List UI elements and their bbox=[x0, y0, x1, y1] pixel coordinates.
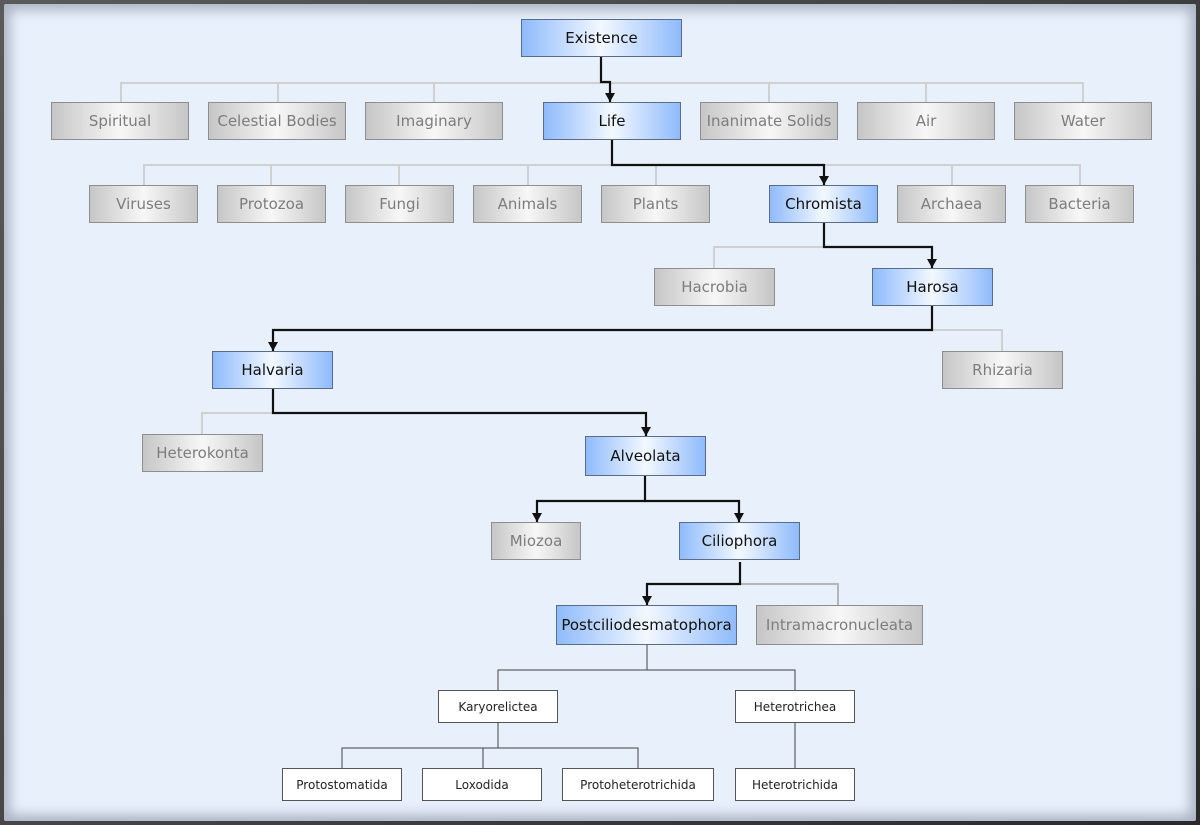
node-label: Existence bbox=[565, 29, 638, 47]
path-life-chromista bbox=[610, 140, 826, 185]
node-heterotrichida[interactable]: Heterotrichida bbox=[735, 768, 855, 801]
path-halvaria-alveolata bbox=[271, 389, 648, 436]
node-life[interactable]: Life bbox=[543, 102, 681, 140]
node-protoheterotrichida[interactable]: Protoheterotrichida bbox=[562, 768, 714, 801]
node-label: Postciliodesmatophora bbox=[561, 616, 732, 634]
path-alveolata-miozoa bbox=[535, 476, 647, 522]
node-air[interactable]: Air bbox=[857, 102, 995, 140]
node-label: Alveolata bbox=[610, 447, 681, 465]
node-label: Bacteria bbox=[1048, 195, 1111, 213]
node-harosa[interactable]: Harosa bbox=[872, 268, 993, 306]
node-label: Celestial Bodies bbox=[217, 112, 337, 130]
node-celestial-bodies[interactable]: Celestial Bodies bbox=[208, 102, 346, 140]
arrowhead bbox=[605, 93, 615, 102]
node-label: Hacrobia bbox=[681, 278, 748, 296]
node-label: Spiritual bbox=[88, 112, 152, 130]
link-harosa-rhizaria bbox=[932, 329, 1003, 351]
node-label: Intramacronucleata bbox=[765, 616, 914, 634]
link-existence-siblings bbox=[120, 82, 1084, 102]
node-label: Water bbox=[1060, 112, 1106, 130]
diagram-canvas: Existence Spiritual Celestial Bodies Ima… bbox=[4, 4, 1196, 821]
node-label: Chromista bbox=[785, 195, 862, 213]
node-ciliophora[interactable]: Ciliophora bbox=[679, 522, 800, 560]
node-label: Imaginary bbox=[396, 112, 472, 130]
node-label: Halvaria bbox=[241, 361, 304, 379]
node-spiritual[interactable]: Spiritual bbox=[51, 102, 189, 140]
node-rhizaria[interactable]: Rhizaria bbox=[942, 351, 1063, 389]
node-plants[interactable]: Plants bbox=[601, 185, 710, 223]
arrowhead bbox=[927, 259, 937, 268]
link-classes bbox=[497, 669, 796, 690]
node-animals[interactable]: Animals bbox=[473, 185, 582, 223]
node-label: Archaea bbox=[920, 195, 983, 213]
node-label: Air bbox=[915, 112, 937, 130]
node-label: Animals bbox=[497, 195, 558, 213]
node-archaea[interactable]: Archaea bbox=[897, 185, 1006, 223]
node-label: Karyorelictea bbox=[458, 699, 538, 714]
connector-lines bbox=[120, 57, 1084, 768]
node-miozoa[interactable]: Miozoa bbox=[491, 522, 581, 560]
node-protozoa[interactable]: Protozoa bbox=[217, 185, 326, 223]
link-chromista-hacrobia bbox=[713, 246, 824, 268]
node-label: Fungi bbox=[379, 195, 420, 213]
path-existence-life bbox=[599, 57, 612, 102]
node-label: Protozoa bbox=[238, 195, 305, 213]
node-label: Rhizaria bbox=[972, 361, 1033, 379]
node-inanimate-solids[interactable]: Inanimate Solids bbox=[700, 102, 838, 140]
node-halvaria[interactable]: Halvaria bbox=[212, 351, 333, 389]
path-harosa-halvaria bbox=[271, 306, 934, 351]
node-label: Ciliophora bbox=[701, 532, 778, 550]
node-label: Viruses bbox=[116, 195, 171, 213]
node-existence[interactable]: Existence bbox=[521, 19, 682, 57]
node-label: Heterotrichida bbox=[752, 777, 838, 792]
node-heterotrichea[interactable]: Heterotrichea bbox=[735, 690, 855, 723]
node-karyorelictea[interactable]: Karyorelictea bbox=[438, 690, 558, 723]
node-hacrobia[interactable]: Hacrobia bbox=[654, 268, 775, 306]
node-heterokonta[interactable]: Heterokonta bbox=[142, 434, 263, 472]
node-loxodida[interactable]: Loxodida bbox=[422, 768, 542, 801]
node-fungi[interactable]: Fungi bbox=[345, 185, 454, 223]
node-imaginary[interactable]: Imaginary bbox=[365, 102, 503, 140]
node-postciliodesmatophora[interactable]: Postciliodesmatophora bbox=[556, 605, 737, 645]
arrowhead bbox=[642, 596, 652, 605]
node-label: Loxodida bbox=[455, 777, 509, 792]
link-ciliophora-intramacronucleata bbox=[740, 583, 839, 605]
node-label: Inanimate Solids bbox=[706, 112, 832, 130]
node-label: Plants bbox=[632, 195, 679, 213]
path-alveolata-ciliophora bbox=[645, 499, 741, 522]
link-orders bbox=[341, 747, 639, 768]
node-alveolata[interactable]: Alveolata bbox=[585, 436, 706, 476]
node-label: Protostomatida bbox=[296, 777, 388, 792]
node-viruses[interactable]: Viruses bbox=[89, 185, 198, 223]
arrowhead bbox=[734, 513, 744, 522]
path-chromista-harosa bbox=[822, 223, 934, 268]
node-label: Heterotrichea bbox=[753, 699, 837, 714]
link-halvaria-heterokonta bbox=[201, 412, 273, 434]
node-label: Harosa bbox=[906, 278, 959, 296]
node-chromista[interactable]: Chromista bbox=[769, 185, 878, 223]
node-label: Protoheterotrichida bbox=[580, 777, 696, 792]
node-intramacronucleata[interactable]: Intramacronucleata bbox=[756, 605, 923, 645]
node-bacteria[interactable]: Bacteria bbox=[1025, 185, 1134, 223]
node-water[interactable]: Water bbox=[1014, 102, 1152, 140]
arrowhead bbox=[819, 176, 829, 185]
link-life-siblings bbox=[143, 164, 1081, 185]
arrowhead bbox=[532, 513, 542, 522]
node-label: Life bbox=[598, 112, 626, 130]
path-ciliophora-postciliodesmatophora bbox=[645, 562, 742, 605]
node-label: Heterokonta bbox=[156, 444, 249, 462]
arrowhead bbox=[268, 342, 278, 351]
arrowhead bbox=[641, 427, 651, 436]
node-label: Miozoa bbox=[509, 532, 563, 550]
node-protostomatida[interactable]: Protostomatida bbox=[282, 768, 402, 801]
